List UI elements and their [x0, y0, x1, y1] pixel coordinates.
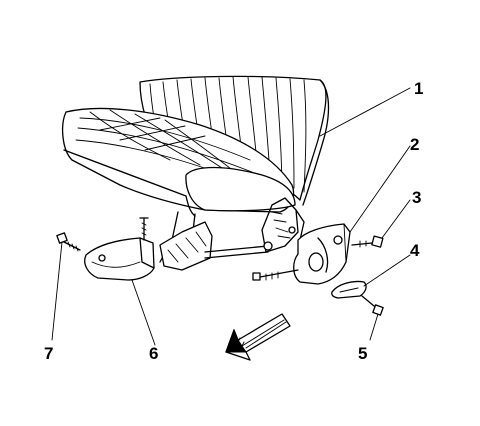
callout-5: 5 — [358, 344, 367, 363]
leader-3 — [381, 199, 411, 239]
leader-lines — [51, 87, 411, 346]
seat-frame — [159, 197, 305, 271]
leader-1 — [319, 87, 411, 137]
screw-right — [361, 295, 384, 316]
callout-3: 3 — [412, 188, 421, 207]
screw-cover-top — [139, 217, 149, 241]
trim-cap — [331, 280, 367, 299]
leader-6 — [131, 279, 156, 346]
leader-2 — [349, 145, 411, 233]
leader-4 — [363, 254, 411, 287]
side-trim-cover-right — [293, 223, 351, 285]
seat-cushion — [61, 107, 296, 217]
callout-2: 2 — [410, 135, 419, 154]
leader-5 — [369, 313, 379, 341]
callout-7: 7 — [44, 344, 53, 363]
bolt-right — [351, 235, 384, 248]
bolt-left — [56, 232, 81, 252]
callout-6: 6 — [149, 344, 158, 363]
leader-7 — [51, 241, 63, 341]
front-trim-cover-left — [84, 237, 155, 281]
callout-4: 4 — [410, 241, 420, 260]
bolt-cover-right — [252, 269, 299, 281]
vehicle-front-arrow — [225, 313, 291, 361]
callout-1: 1 — [414, 79, 423, 98]
